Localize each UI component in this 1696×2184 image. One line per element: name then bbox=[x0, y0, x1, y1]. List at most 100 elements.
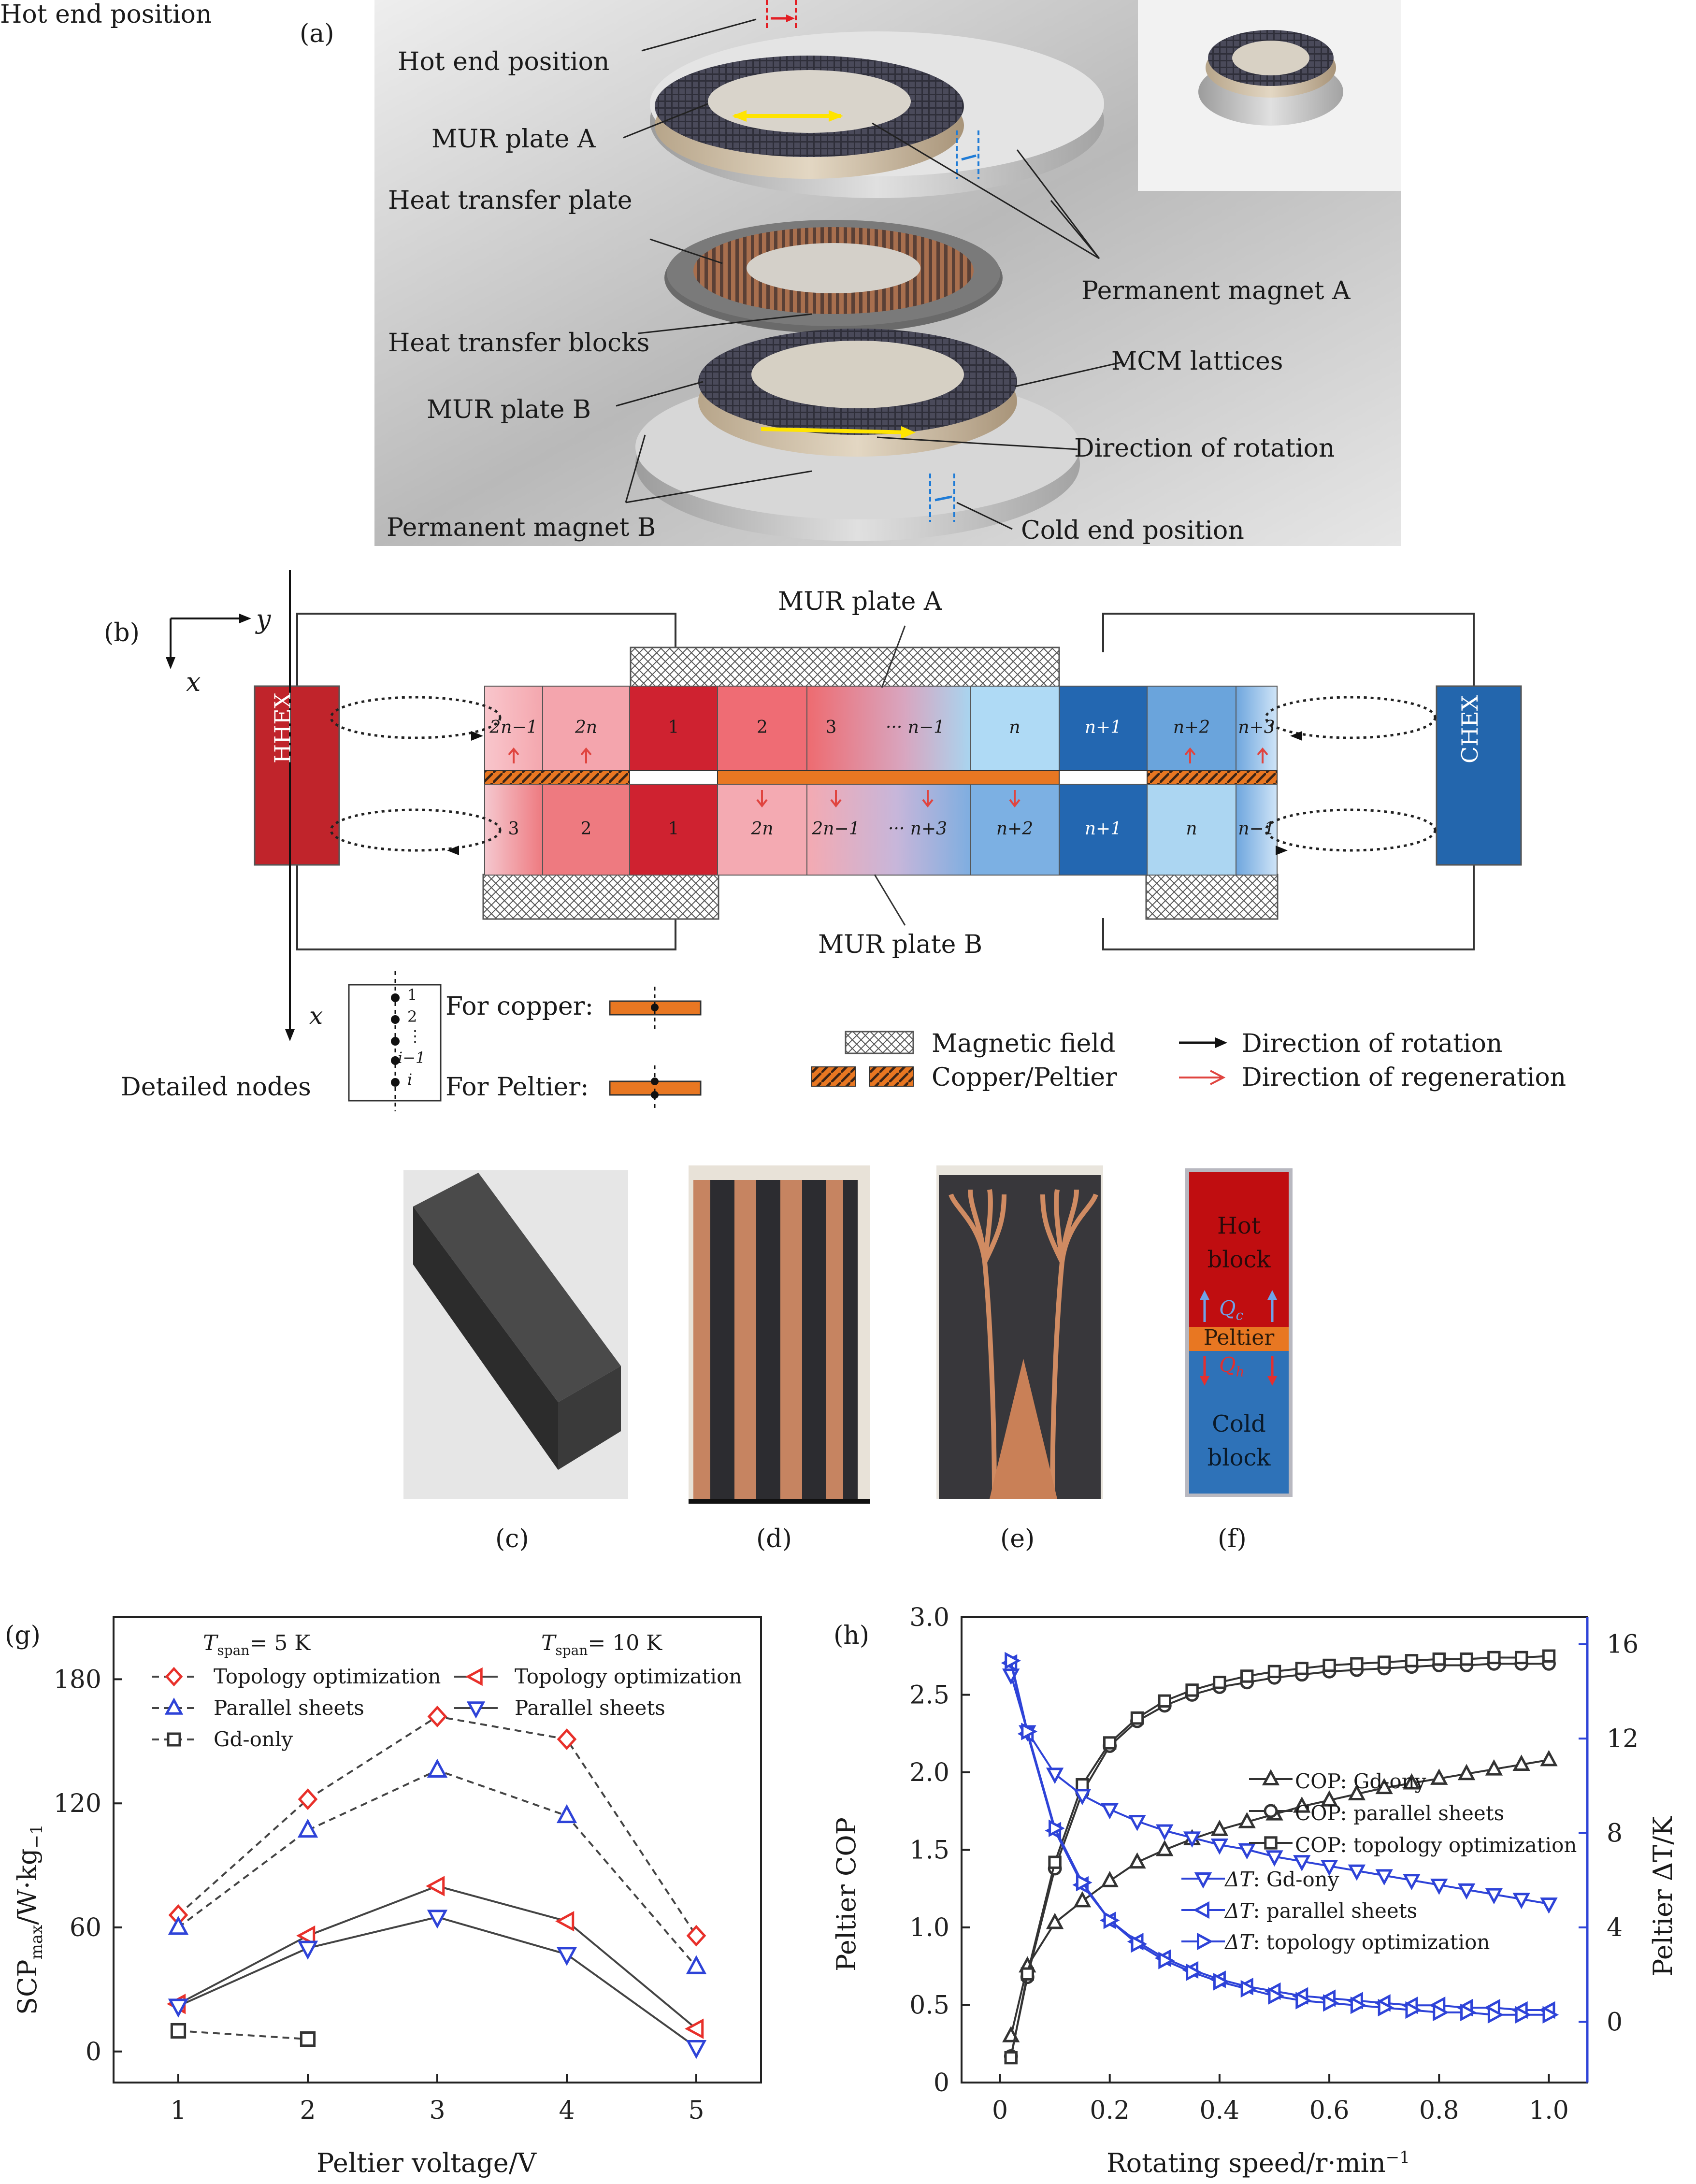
y-tick-label-right: 4 bbox=[1607, 1913, 1623, 1942]
data-point bbox=[1240, 1669, 1254, 1683]
x-tick-label: 0.2 bbox=[1090, 2096, 1130, 2125]
data-point bbox=[1350, 1997, 1367, 2014]
data-point bbox=[555, 1911, 575, 1932]
data-point bbox=[1158, 1952, 1175, 1969]
series-line bbox=[178, 2030, 308, 2040]
data-point bbox=[1101, 1871, 1119, 1887]
data-point bbox=[1293, 1855, 1311, 1871]
legend-marker bbox=[1193, 1901, 1209, 1919]
photo-graphite-block bbox=[403, 1170, 628, 1499]
data-point bbox=[1433, 2003, 1449, 2022]
data-point bbox=[1375, 1869, 1393, 1886]
label-direction-of-rotation: Direction of rotation bbox=[1074, 434, 1335, 463]
data-point bbox=[1542, 2006, 1559, 2024]
data-point bbox=[1403, 1874, 1421, 1890]
y-tick-label-left: 1.5 bbox=[909, 1836, 949, 1865]
data-point bbox=[556, 1804, 577, 1824]
top-cell-label: n+3 bbox=[1238, 718, 1275, 737]
chart-g-legend-label: Gd-only bbox=[214, 1727, 293, 1751]
series-line bbox=[178, 1916, 697, 2048]
detailed-nodes-label: Detailed nodes bbox=[121, 1073, 311, 1102]
label-heat-transfer-blocks: Heat transfer blocks bbox=[388, 329, 650, 358]
series-line bbox=[178, 1885, 697, 2030]
data-point bbox=[1128, 1815, 1146, 1831]
bottom-cell-label: 2 bbox=[580, 819, 592, 839]
peltier-layer bbox=[1189, 1327, 1289, 1351]
data-point bbox=[1210, 1820, 1229, 1836]
chart-g-xlabel: Peltier voltage/V bbox=[316, 2148, 536, 2178]
label-mur-plate-b: MUR plate B bbox=[427, 395, 591, 424]
legend-marker bbox=[466, 1701, 486, 1719]
data-point bbox=[1295, 1662, 1308, 1675]
data-point bbox=[1213, 1676, 1226, 1689]
chart-h-xlabel: Rotating speed/r·min−1 bbox=[1107, 2148, 1410, 2178]
top-cell-label: 2n bbox=[575, 718, 598, 737]
bottom-cell-label: 1 bbox=[668, 819, 679, 839]
bottom-cell-label: ··· n+3 bbox=[888, 819, 948, 839]
hhex-label: HHEX bbox=[270, 692, 296, 763]
data-point bbox=[1073, 1891, 1092, 1908]
data-point bbox=[1213, 1973, 1230, 1991]
node-label: ⋮ bbox=[407, 1027, 423, 1045]
data-point bbox=[298, 1788, 318, 1810]
label-heat-transfer-plate: Heat transfer plate bbox=[388, 186, 632, 215]
data-point bbox=[1238, 1812, 1256, 1828]
data-point bbox=[1320, 1859, 1338, 1876]
y-tick-label-right: 12 bbox=[1607, 1724, 1639, 1753]
data-point bbox=[557, 1728, 577, 1750]
data-point bbox=[1268, 1987, 1285, 2005]
legend-marker bbox=[167, 1732, 181, 1747]
data-point bbox=[1265, 1850, 1283, 1867]
data-point bbox=[1460, 2003, 1477, 2022]
data-point bbox=[300, 2031, 316, 2047]
chart-g-legend-label: Parallel sheets bbox=[214, 1696, 364, 1720]
y-tick-label-left: 3.0 bbox=[909, 1603, 949, 1632]
data-point bbox=[1156, 1839, 1174, 1856]
x-tick-label: 0.8 bbox=[1419, 2096, 1459, 2125]
data-point bbox=[170, 2023, 187, 2039]
label-hot-end: Hot end position bbox=[0, 0, 212, 29]
qc-label: Qc bbox=[1219, 1296, 1244, 1323]
x-tick-label: 3 bbox=[429, 2096, 445, 2125]
bottom-cell-label: n bbox=[1186, 819, 1197, 839]
x-tick-label: 2 bbox=[300, 2096, 316, 2125]
y-tick-label: 0 bbox=[86, 2038, 101, 2067]
data-point bbox=[1540, 1750, 1558, 1767]
legend-magnetic-field: Magnetic field bbox=[932, 1029, 1116, 1058]
axis-y-label: y bbox=[256, 604, 271, 634]
panel-b-schematic bbox=[166, 570, 1522, 1111]
chart-h-legend-label: COP: parallel sheets bbox=[1295, 1801, 1505, 1825]
data-point bbox=[297, 1940, 318, 1960]
data-point bbox=[1004, 2051, 1018, 2065]
y-tick-label-left: 2.0 bbox=[909, 1758, 949, 1787]
data-point bbox=[1320, 1790, 1338, 1807]
data-point bbox=[1020, 1967, 1035, 1981]
label-mur-plate-b-b: MUR plate B bbox=[818, 930, 983, 959]
node-label: i−1 bbox=[398, 1049, 426, 1067]
y-tick-label: 60 bbox=[70, 1913, 101, 1942]
data-point bbox=[1128, 1852, 1146, 1869]
chart-h-legend-label: ΔT: Gd-ony bbox=[1225, 1868, 1339, 1891]
data-point bbox=[686, 1955, 707, 1974]
nodes-axis-x: x bbox=[309, 1002, 323, 1030]
top-cell-label: 3 bbox=[825, 718, 837, 737]
x-tick-label: 4 bbox=[559, 2096, 575, 2125]
data-point bbox=[1542, 1649, 1556, 1663]
panel-h-label: (h) bbox=[834, 1621, 870, 1650]
node-label: i bbox=[407, 1070, 413, 1089]
data-point bbox=[1046, 1767, 1064, 1784]
top-cell-label: 1 bbox=[668, 718, 679, 737]
data-point bbox=[1457, 1883, 1476, 1900]
panel-b-label: (b) bbox=[104, 618, 140, 647]
data-point bbox=[685, 2018, 704, 2039]
data-point bbox=[1348, 1784, 1366, 1800]
y-tick-label-left: 2.5 bbox=[909, 1681, 949, 1710]
top-cell-label: ··· n−1 bbox=[885, 718, 945, 737]
data-point bbox=[1295, 1992, 1312, 2010]
legend-direction-rotation: Direction of rotation bbox=[1242, 1029, 1503, 1058]
label-permanent-magnet-b: Permanent magnet B bbox=[387, 513, 656, 542]
legend-marker bbox=[1262, 1769, 1280, 1785]
